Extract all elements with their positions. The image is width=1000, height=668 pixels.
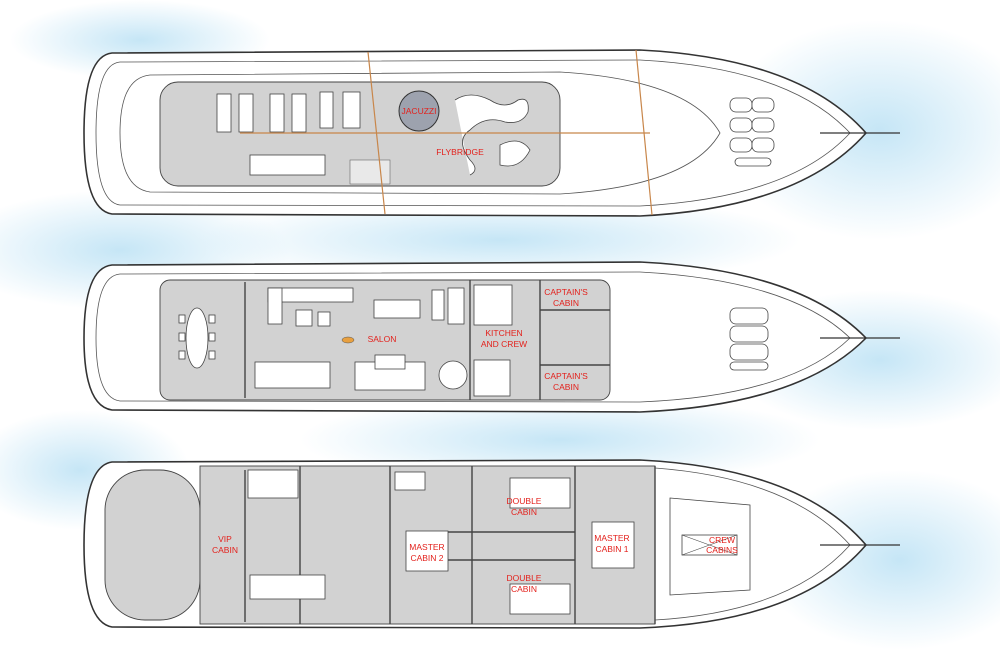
main-bow-sunpads [729, 307, 769, 371]
label-crew-cabins-line2: CABINS [706, 545, 738, 555]
label-master-cabin-1-line1: MASTER [594, 533, 629, 543]
label-vip-cabin-line2: CABIN [212, 545, 238, 555]
label-vip-cabin-line1: VIP [218, 534, 232, 544]
label-master-cabin-2-line2: CABIN 2 [410, 553, 443, 563]
label-captain-cabin-b-line1: CAPTAIN'S [544, 371, 588, 381]
label-captain-cabin-b-line2: CABIN [553, 382, 579, 392]
label-kitchen-line2: AND CREW [481, 339, 527, 349]
label-double-cabin-b-line1: DOUBLE [507, 573, 542, 583]
label-flybridge: FLYBRIDGE [436, 147, 484, 157]
label-master-cabin-1-line2: CABIN 1 [595, 544, 628, 554]
label-double-cabin-a-line1: DOUBLE [507, 496, 542, 506]
label-captain-cabin-a-line1: CAPTAIN'S [544, 287, 588, 297]
lower-deck: VIP CABIN MASTER CABIN 2 DOUBLE CABIN DO… [83, 459, 900, 629]
bow-sunpads [729, 97, 775, 167]
label-double-cabin-b-line2: CABIN [511, 584, 537, 594]
flybridge-deck: JACUZZI FLYBRIDGE [83, 49, 900, 217]
sunbeds [216, 91, 361, 176]
label-double-cabin-a-line2: CABIN [511, 507, 537, 517]
label-salon: SALON [368, 334, 397, 344]
label-crew-cabins-line1: CREW [709, 535, 735, 545]
main-deck: SALON KITCHEN AND CREW CAPTAIN'S CABIN C… [83, 261, 900, 413]
label-captain-cabin-a-line2: CABIN [553, 298, 579, 308]
aft-dining-table [178, 307, 216, 369]
label-jacuzzi: JACUZZI [402, 106, 437, 116]
label-master-cabin-2-line1: MASTER [409, 542, 444, 552]
label-kitchen-line1: KITCHEN [485, 328, 522, 338]
